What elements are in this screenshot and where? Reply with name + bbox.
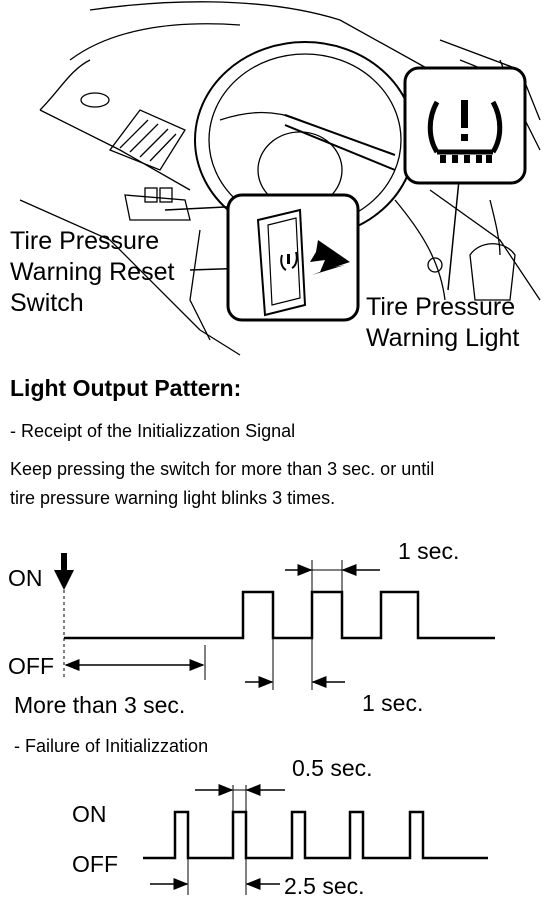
press-down-arrow-icon <box>54 553 74 590</box>
timing1-hold-label: More than 3 sec. <box>14 692 186 718</box>
instruction-line2: tire pressure warning light blinks 3 tim… <box>10 488 336 508</box>
timing1-gap-label: 1 sec. <box>362 690 424 716</box>
timing1-pulse-width-label: 1 sec. <box>398 538 460 564</box>
timing-diagram-1 <box>54 553 495 690</box>
instruction-line1: Keep pressing the switch for more than 3… <box>10 459 435 479</box>
instruction-text: Keep pressing the switch for more than 3… <box>10 455 434 513</box>
case2-title: - Failure of Initializzation <box>14 736 209 756</box>
tire-pressure-warning-icon <box>427 100 503 155</box>
case1-title: - Receipt of the Initializzation Signal <box>10 421 296 441</box>
warning-light-label-line1: Tire Pressure <box>366 293 516 321</box>
timing2-period-label: 2.5 sec. <box>284 873 365 899</box>
timing2-on-label: ON <box>72 801 107 827</box>
warning-light-label-line2: Warning Light <box>366 324 520 352</box>
reset-switch-label-line2: Warning Reset <box>10 258 175 286</box>
timing-diagram-2 <box>143 784 488 895</box>
warning-light-label: Tire Pressure Warning Light <box>366 292 519 354</box>
timing2-off-label: OFF <box>72 851 118 877</box>
reset-switch-label-line1: Tire Pressure <box>10 227 160 255</box>
dashboard-illustration <box>19 1 541 356</box>
reset-switch-label-line3: Switch <box>10 289 84 317</box>
section-title: Light Output Pattern: <box>10 375 242 401</box>
reset-switch-icon <box>256 208 350 317</box>
timing1-off-label: OFF <box>8 653 54 679</box>
signal-waveform-1 <box>64 590 495 640</box>
timing1-on-label: ON <box>8 565 43 591</box>
reset-switch-label: Tire Pressure Warning Reset Switch <box>10 226 174 319</box>
timing2-pulse-width-label: 0.5 sec. <box>292 755 373 781</box>
signal-waveform-2 <box>143 810 488 860</box>
